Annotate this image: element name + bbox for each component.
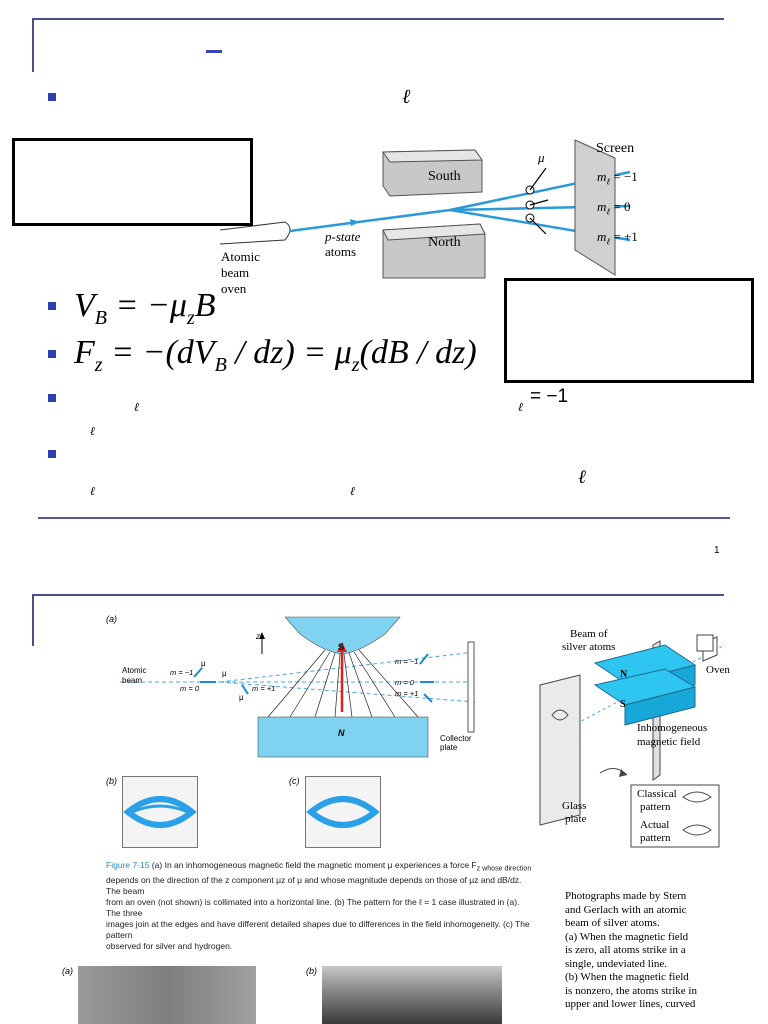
blank-box-left <box>12 138 253 226</box>
z-axis-label: z <box>256 632 260 641</box>
inhom-label-2: magnetic field <box>637 736 701 748</box>
slide2-frame-top <box>32 594 724 596</box>
m-zero-right: m = 0 <box>395 678 414 687</box>
s-pole-label: S <box>338 642 345 652</box>
atomic-label: Atomic <box>122 666 147 675</box>
bullet4-ell-b: ℓ <box>90 424 95 438</box>
page-number: 1 <box>714 545 720 556</box>
m-minus1-right: m = −1 <box>395 657 419 666</box>
slide1-frame-top <box>32 18 724 20</box>
collector-label-1: Collector <box>440 734 472 743</box>
slide1-frame-left <box>32 18 34 72</box>
m-plus-label: mℓ = +1 <box>597 229 638 248</box>
pstate-label: p-state <box>325 229 361 244</box>
bullet5-ell-b: ℓ <box>350 484 355 498</box>
inhom-label-1: Inhomogeneous <box>637 722 708 734</box>
m-minus1-left: m = −1 <box>170 668 194 677</box>
bullet5-ell-a: ℓ <box>90 484 95 498</box>
glass-label-1: Glass <box>562 800 587 812</box>
beam-of-label-1: Beam of <box>570 628 608 640</box>
bullet-3 <box>48 350 56 358</box>
bullet5-ell-c: ℓ <box>578 466 586 488</box>
stern-gerlach-diagram <box>219 139 631 279</box>
bullet4-right-ell: ℓ <box>518 400 523 414</box>
figure-caption: Figure 7-15 (a) In an inhomogeneous magn… <box>106 860 532 951</box>
south-label: South <box>428 169 461 184</box>
bullet-5 <box>48 450 56 458</box>
photo-b <box>322 966 502 1024</box>
mu-label-b: μ <box>222 669 227 678</box>
oven-label: Oven <box>706 664 730 676</box>
bullet-2 <box>48 302 56 310</box>
m-zero-label: mℓ = 0 <box>597 199 631 218</box>
oven-label-3: oven <box>221 281 247 296</box>
mu-label-a: μ <box>201 659 206 668</box>
mu-label-c: μ <box>239 693 244 702</box>
actual-label-2: pattern <box>640 832 671 844</box>
fig-c-label: (c) <box>289 776 300 786</box>
pattern-b <box>122 776 198 848</box>
glass-label-2: plate <box>565 813 587 825</box>
slide2-frame-left <box>32 594 34 646</box>
classical-label-2: pattern <box>640 801 671 813</box>
blank-box-right <box>504 278 754 383</box>
m-zero-left: m = 0 <box>180 684 199 693</box>
bullet4-ell-a: ℓ <box>134 400 139 414</box>
beam-of-label-2: silver atoms <box>562 641 616 653</box>
slide1-bottom-rule <box>38 517 730 519</box>
n-pole-label: N <box>338 728 345 738</box>
fig-b-label: (b) <box>106 776 117 786</box>
m-plus1-left: m = +1 <box>252 684 276 693</box>
bullet1-ell: ℓ <box>402 84 411 108</box>
collector-label-2: plate <box>440 743 458 752</box>
fig-a-label: (a) <box>106 614 117 624</box>
apparatus-figure <box>539 634 726 848</box>
magnet-figure <box>120 616 476 758</box>
mu-vector-label: μ⃗ <box>538 150 555 165</box>
bullet-4 <box>48 394 56 402</box>
equation-force: Fz = −(dVB / dz) = μz(dB / dz) <box>74 334 477 376</box>
atoms-label: atoms <box>325 244 357 259</box>
m-plus1-right: m = +1 <box>395 689 419 698</box>
apparatus-n-label: N <box>620 669 628 680</box>
photo-a-label: (a) <box>62 966 73 976</box>
oven-label-1: Atomic <box>221 249 260 264</box>
bullet-1 <box>48 93 56 101</box>
photo-a <box>78 966 256 1024</box>
actual-label-1: Actual <box>640 819 670 831</box>
beam-label: beam <box>122 676 143 685</box>
north-label: North <box>428 235 461 250</box>
photo-description: Photographs made by Stern and Gerlach wi… <box>565 890 697 1010</box>
m-minus-label: mℓ = −1 <box>597 169 638 188</box>
equation-potential: VB = −μzB <box>74 287 216 329</box>
photo-b-label: (b) <box>306 966 317 976</box>
title-dash <box>206 50 222 53</box>
oven-label-2: beam <box>221 265 250 280</box>
bullet4-right-value: = −1 <box>530 386 569 407</box>
classical-label-1: Classical <box>637 788 677 800</box>
pattern-c <box>305 776 381 848</box>
screen-label: Screen <box>596 141 635 156</box>
apparatus-s-label: S <box>620 699 626 710</box>
